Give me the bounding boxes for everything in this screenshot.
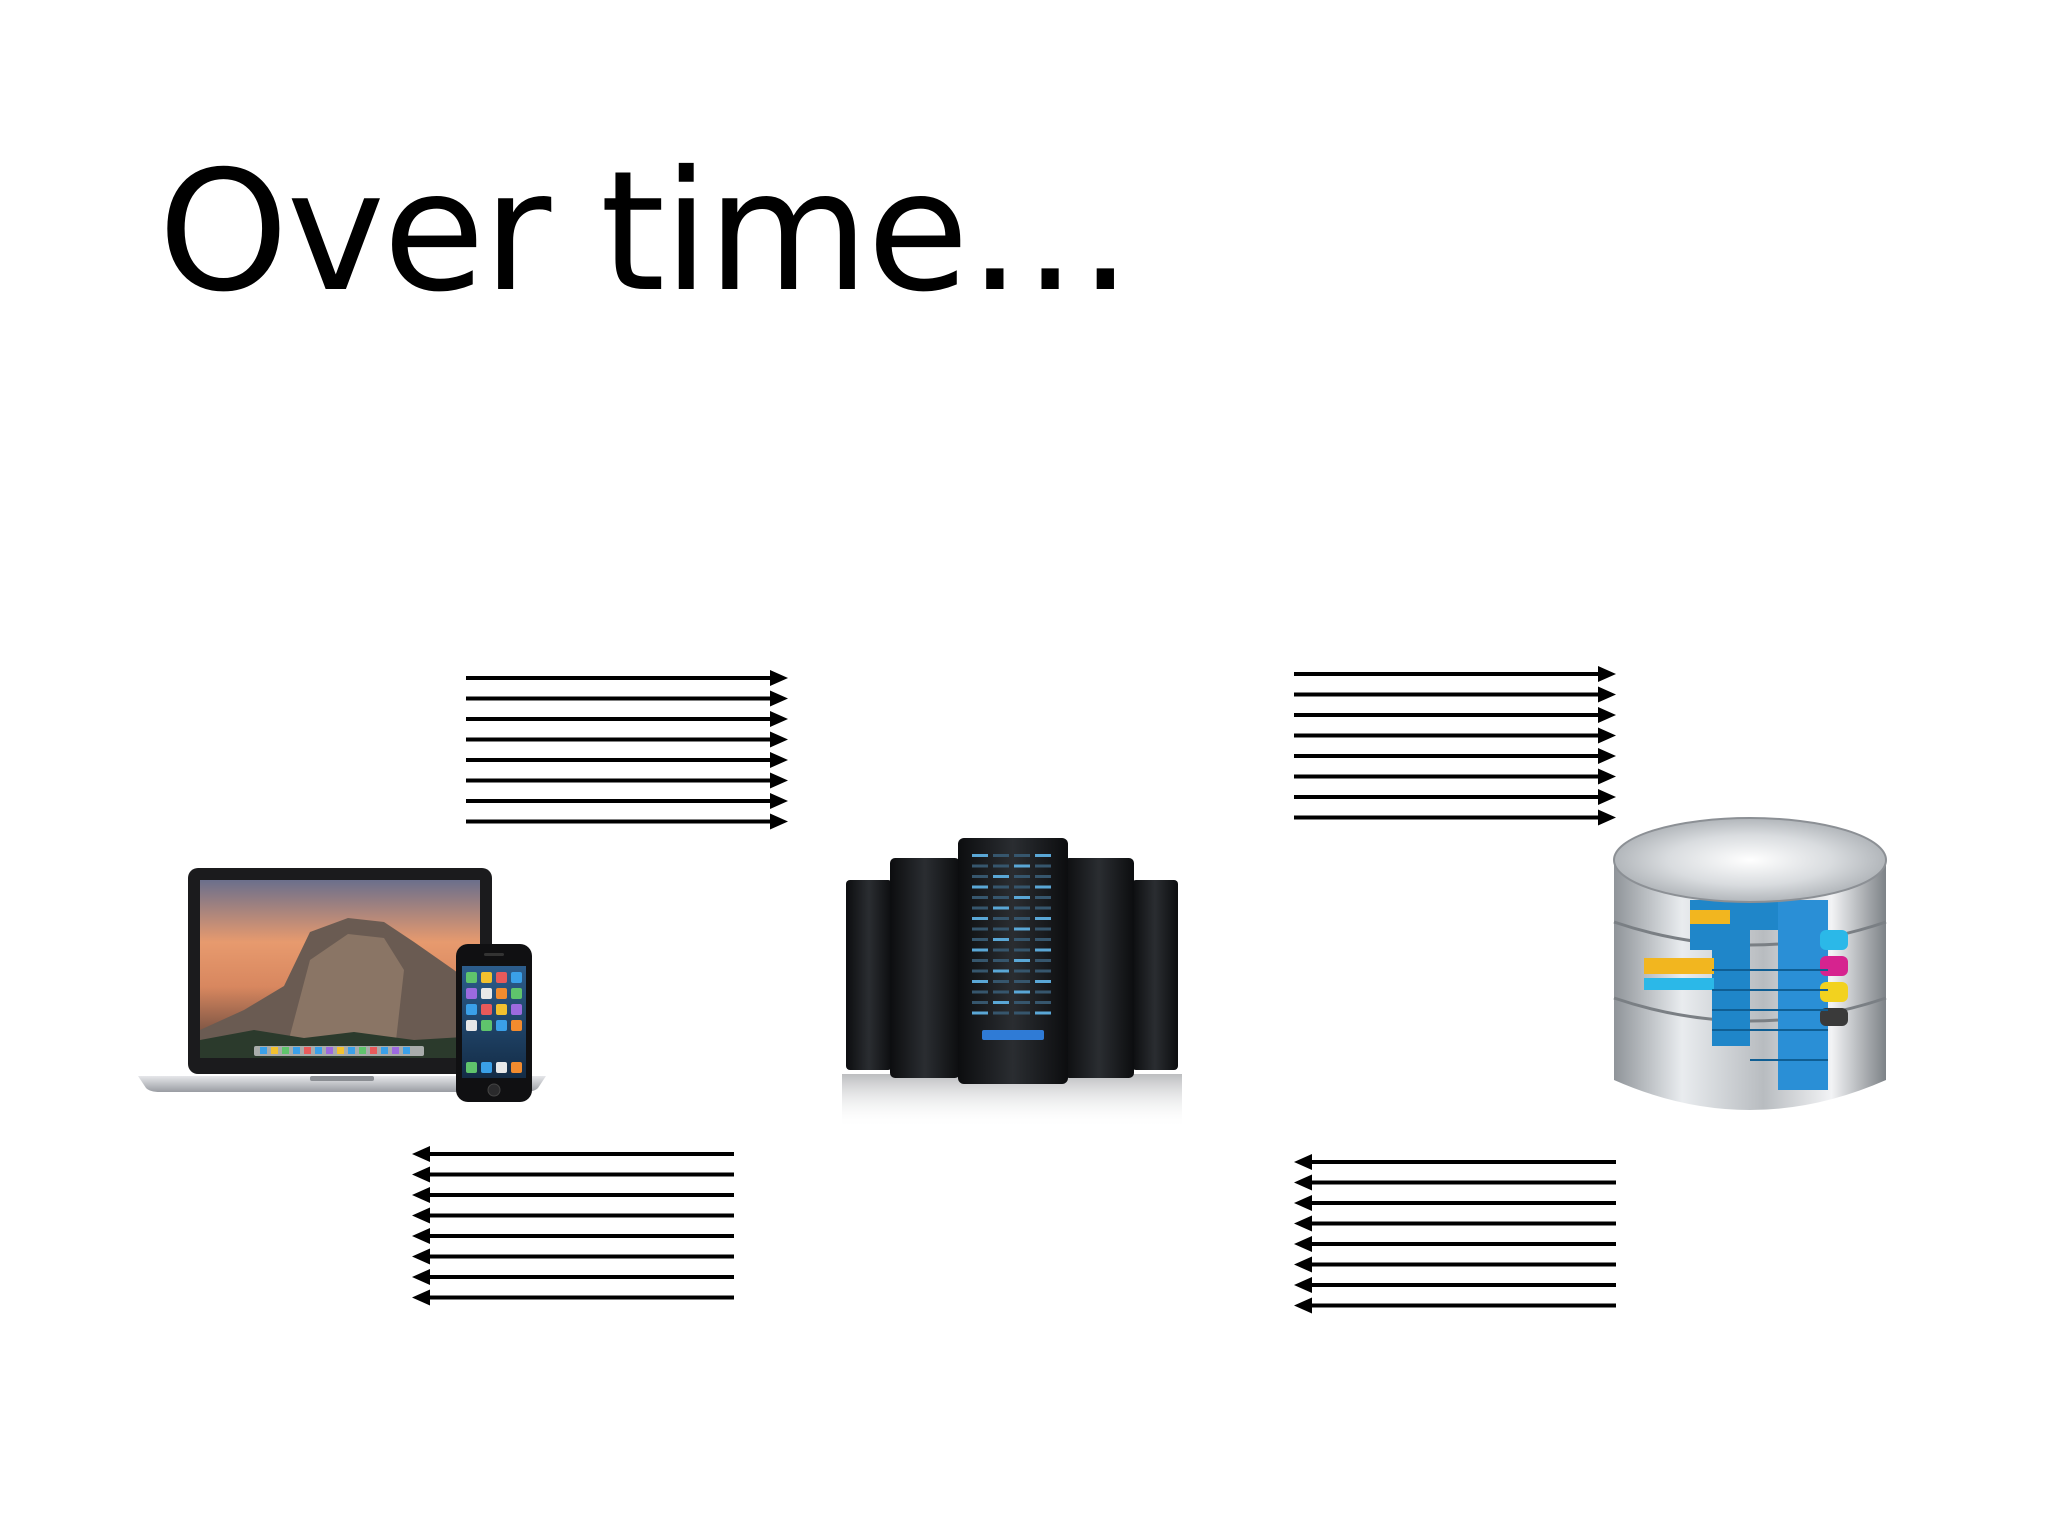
arrow (466, 731, 788, 748)
arrow (1294, 768, 1616, 785)
arrow (1294, 809, 1616, 826)
arrow (1294, 727, 1616, 744)
arrow (466, 813, 788, 830)
arrow (466, 690, 788, 707)
arrow (1294, 707, 1616, 723)
database-icon (1613, 817, 1887, 1110)
arrow (412, 1146, 734, 1162)
arrow (1294, 789, 1616, 805)
arrow (1294, 686, 1616, 703)
arrow (412, 1228, 734, 1244)
arrow (466, 772, 788, 789)
arrow (1294, 1174, 1616, 1191)
arrow (1294, 1297, 1616, 1314)
arrows-server-to-client (412, 1146, 734, 1306)
arrow (412, 1248, 734, 1265)
arrow (466, 670, 788, 686)
server-rack-icon (842, 838, 1182, 1128)
arrows-server-to-database (1294, 666, 1616, 826)
arrow (412, 1207, 734, 1224)
arrow (1294, 1154, 1616, 1170)
arrow (466, 752, 788, 768)
arrow (412, 1289, 734, 1306)
arrow (1294, 666, 1616, 682)
laptop-and-phone-icon (138, 868, 546, 1102)
slide-title: Over time… (158, 136, 1133, 329)
arrow (1294, 1215, 1616, 1232)
arrow (466, 793, 788, 809)
arrow (1294, 1277, 1616, 1293)
arrows-database-to-server (1294, 1154, 1616, 1314)
arrow (466, 711, 788, 727)
arrow (412, 1187, 734, 1203)
arrow (412, 1166, 734, 1183)
arrow (1294, 1195, 1616, 1211)
arrow (1294, 1256, 1616, 1273)
arrow (412, 1269, 734, 1285)
arrow (1294, 748, 1616, 764)
arrows-client-to-server (466, 670, 788, 830)
arrow (1294, 1236, 1616, 1252)
